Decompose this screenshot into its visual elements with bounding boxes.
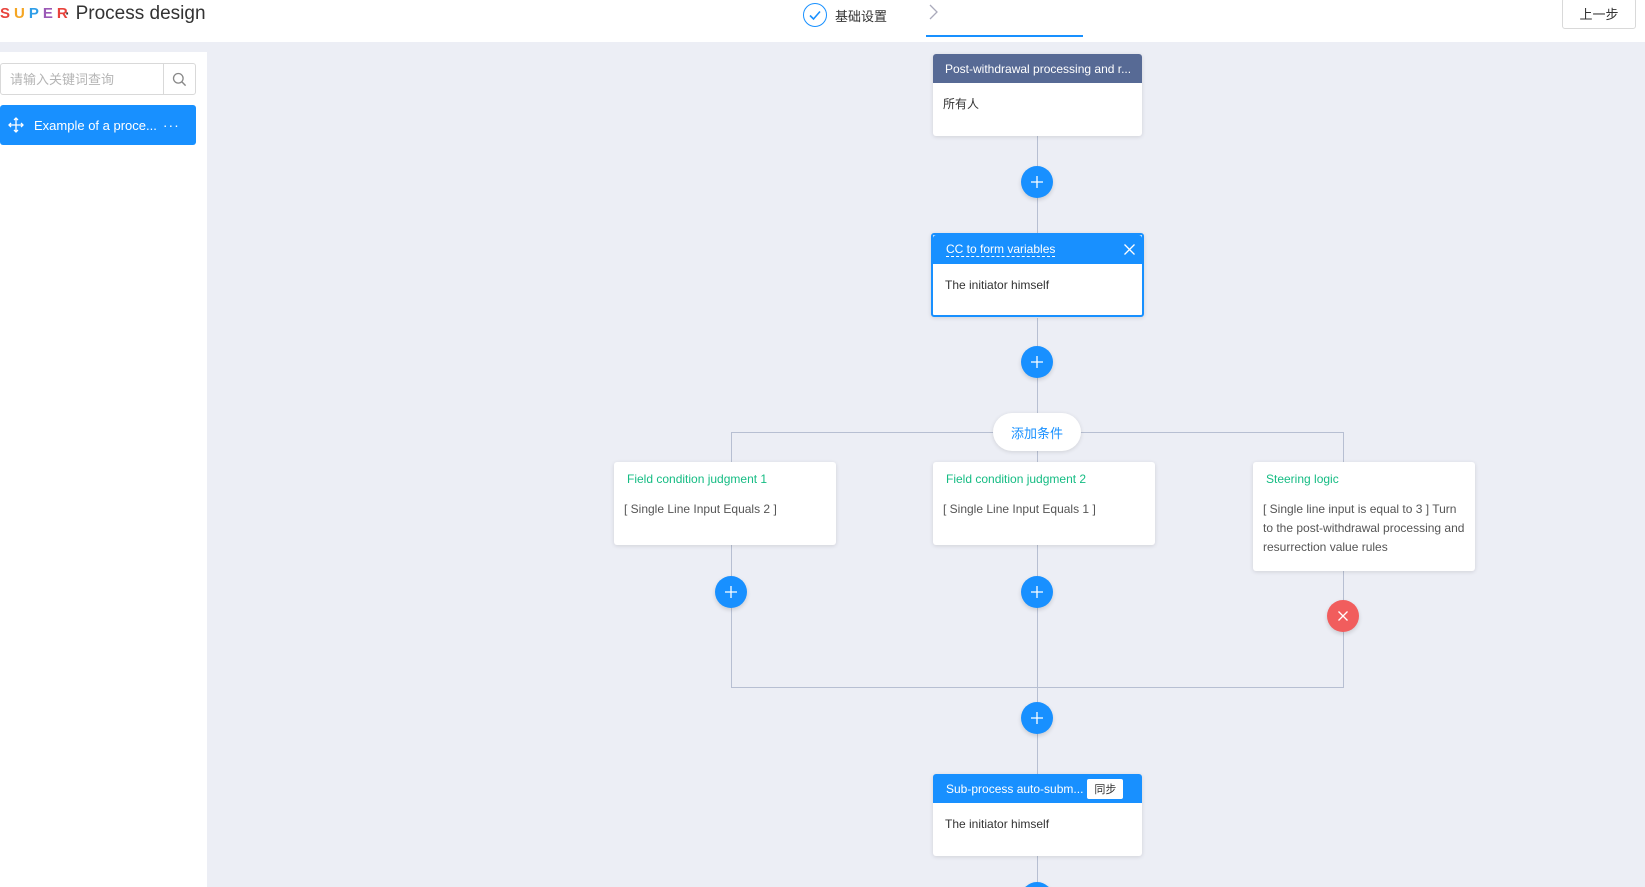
add-node-button[interactable] — [715, 576, 747, 608]
condition-title: Field condition judgment 2 — [946, 472, 1087, 486]
add-condition-button[interactable]: 添加条件 — [993, 413, 1081, 451]
step-label: 基础设置 — [835, 8, 888, 24]
condition-node[interactable]: Steering logic [ Single line input is eq… — [1253, 462, 1475, 571]
search-box — [0, 63, 196, 95]
step-basic-settings[interactable]: 基础设置 — [803, 2, 887, 28]
plus-icon — [725, 586, 737, 598]
flow-canvas: Post-withdrawal processing and r... 所有人 … — [207, 42, 1645, 887]
subprocess-node-header: Sub-process auto-subm... 同步 — [933, 774, 1142, 803]
search-input[interactable] — [1, 64, 163, 94]
page-title: · Process design — [64, 3, 206, 24]
more-icon[interactable]: ··· — [162, 117, 180, 133]
sidebar: Example of a proce... ··· — [0, 52, 207, 887]
header-bar: SUPER · Process design 基础设置 上一步 — [0, 0, 1645, 42]
cc-node-title[interactable]: CC to form variables — [946, 242, 1056, 257]
logo: SUPER — [0, 5, 72, 22]
step-active-indicator — [926, 35, 1083, 37]
close-icon — [1338, 611, 1348, 621]
cc-node[interactable]: CC to form variables The initiator himse… — [931, 233, 1144, 317]
process-item-label: Example of a proce... — [34, 117, 157, 133]
connector — [731, 432, 732, 688]
condition-title: Steering logic — [1266, 472, 1339, 486]
logo-letter: E — [42, 5, 57, 22]
search-icon[interactable] — [163, 64, 195, 94]
subprocess-node-title: Sub-process auto-subm... — [946, 781, 1084, 796]
plus-icon — [1031, 356, 1043, 368]
start-node-header: Post-withdrawal processing and r... — [933, 54, 1142, 83]
add-node-button[interactable] — [1021, 166, 1053, 198]
logo-letter: R — [56, 5, 72, 22]
condition-node[interactable]: Field condition judgment 1 [ Single Line… — [614, 462, 836, 545]
logo-letter: P — [28, 5, 43, 22]
start-node[interactable]: Post-withdrawal processing and r... 所有人 — [933, 54, 1142, 136]
cc-node-body: The initiator himself — [945, 278, 1050, 292]
start-node-title: Post-withdrawal processing and r... — [945, 61, 1132, 76]
condition-body: [ Single Line Input Equals 1 ] — [943, 502, 1096, 516]
condition-node[interactable]: Field condition judgment 2 [ Single Line… — [933, 462, 1155, 545]
move-icon[interactable] — [8, 117, 24, 133]
close-icon[interactable] — [1123, 243, 1136, 256]
subprocess-node-body: The initiator himself — [945, 817, 1050, 831]
plus-icon — [1031, 176, 1043, 188]
sidebar-process-item[interactable]: Example of a proce... ··· — [0, 105, 196, 145]
connector — [1037, 135, 1038, 268]
sync-tag: 同步 — [1087, 778, 1124, 799]
add-node-button[interactable] — [1021, 702, 1053, 734]
condition-body: [ Single line input is equal to 3 ] Turn… — [1263, 502, 1465, 554]
start-node-body: 所有人 — [943, 97, 980, 111]
subprocess-node[interactable]: Sub-process auto-subm... 同步 The initiato… — [933, 774, 1142, 856]
logo-letter: U — [14, 5, 29, 22]
plus-icon — [1031, 586, 1043, 598]
chevron-right-icon — [928, 3, 944, 23]
plus-icon — [1031, 712, 1043, 724]
condition-title: Field condition judgment 1 — [627, 472, 768, 486]
add-node-button[interactable] — [1021, 576, 1053, 608]
add-node-button[interactable] — [1021, 882, 1053, 887]
logo-letter: S — [0, 5, 15, 22]
cc-node-header: CC to form variables — [933, 235, 1142, 264]
add-node-button[interactable] — [1021, 346, 1053, 378]
check-icon — [803, 3, 827, 27]
previous-step-button[interactable]: 上一步 — [1562, 0, 1636, 29]
condition-body: [ Single Line Input Equals 2 ] — [624, 502, 777, 516]
delete-branch-button[interactable] — [1327, 600, 1359, 632]
